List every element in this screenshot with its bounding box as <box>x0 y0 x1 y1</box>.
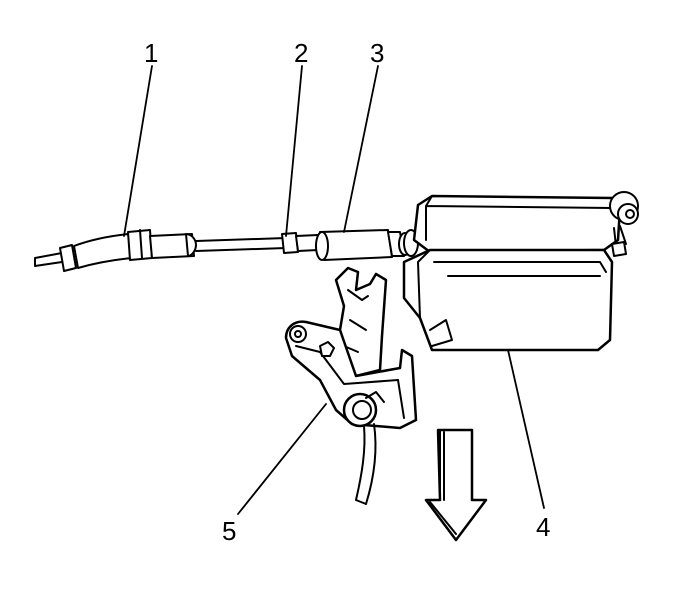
callout-1: 1 <box>144 38 158 68</box>
callout-3: 3 <box>370 38 384 68</box>
leader-line-5 <box>237 403 327 515</box>
cable-cylinder <box>315 229 419 261</box>
callout-2: 2 <box>294 38 308 68</box>
cable-conduit <box>195 232 319 254</box>
leader-line-1 <box>123 65 153 237</box>
actuator-box <box>402 191 639 352</box>
callout-5: 5 <box>222 516 236 546</box>
leader-line-2 <box>285 65 303 237</box>
cable-end-fitting <box>34 229 197 272</box>
lever-bracket <box>284 266 418 505</box>
leader-line-3 <box>343 65 379 233</box>
leader-lines <box>123 65 545 515</box>
down-arrow-icon <box>424 428 488 542</box>
leader-line-4 <box>507 349 545 509</box>
callout-4: 4 <box>536 512 550 542</box>
